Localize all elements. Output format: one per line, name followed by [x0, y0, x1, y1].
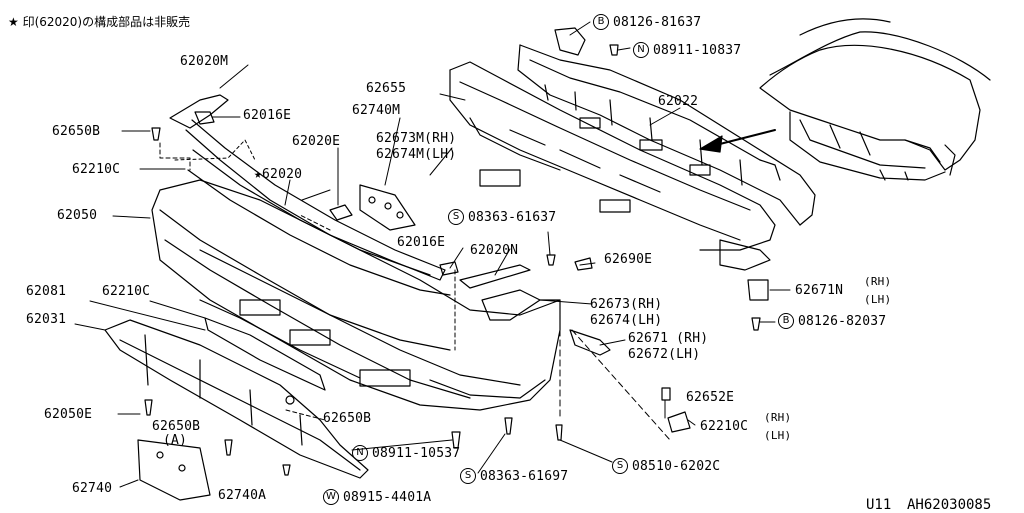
label-62210C-top: 62210C [72, 162, 121, 177]
label-62020N: 62020N [470, 243, 519, 258]
label-62671: 62671 (RH) [628, 331, 709, 346]
leader-lines [74, 21, 791, 488]
label-rh-2: (RH) [864, 275, 892, 288]
label-62672: 62672(LH) [628, 347, 701, 362]
label-62740M: 62740M [352, 103, 401, 118]
label-62020M: 62020M [180, 54, 229, 69]
car-front-drawing [759, 18, 991, 181]
lower-spoiler-drawing [104, 317, 369, 479]
label-62050E: 62050E [44, 407, 93, 422]
screw-mark-s-bottom: S [460, 468, 476, 484]
label-62652E: 62652E [686, 390, 735, 405]
label-62740A: 62740A [218, 488, 267, 503]
label-lh: (LH) [764, 429, 792, 442]
label-62016E-mid: 62016E [397, 235, 446, 250]
label-08126-81637: 08126-81637 [613, 15, 702, 30]
label-62650B-a-sub: (A) [163, 433, 188, 448]
label-08126-82037: 08126-82037 [798, 314, 887, 329]
label-62674: 62674(LH) [590, 313, 663, 328]
label-62020-star: ★62020 [254, 167, 303, 182]
molding-strips-drawing [169, 94, 611, 356]
label-62022: 62022 [658, 94, 699, 109]
label-62016E-top: 62016E [243, 108, 292, 123]
label-62650B-a: 62650B [152, 419, 201, 434]
nut-mark-n-bottom: N [352, 445, 368, 461]
note-text: ★ 印(62020)の構成部品は非販売 [8, 15, 191, 29]
plate-bracket-drawing [137, 439, 211, 501]
label-08915-4401A: 08915-4401A [343, 490, 432, 505]
label-lh-2: (LH) [864, 293, 892, 306]
fasteners-drawing [144, 44, 769, 476]
label-62650B-top: 62650B [52, 124, 101, 139]
label-62650B-mid: 62650B [323, 411, 372, 426]
nut-mark-n-top: N [633, 42, 649, 58]
screw-mark-s-right: S [612, 458, 628, 474]
label-62050: 62050 [57, 208, 98, 223]
label-62671N: 62671N [795, 283, 844, 298]
label-62690E: 62690E [604, 252, 653, 267]
label-62740: 62740 [72, 481, 113, 496]
label-62674M: 62674M(LH) [376, 147, 457, 162]
direction-arrow [699, 129, 776, 153]
label-rh: (RH) [764, 411, 792, 424]
label-08363-61697: 08363-61697 [480, 469, 569, 484]
bolt-mark-b-top: B [593, 14, 609, 30]
label-62020E: 62020E [292, 134, 341, 149]
label-62673: 62673(RH) [590, 297, 663, 312]
label-08911-10837: 08911-10837 [653, 43, 742, 58]
screw-mark-s-top: S [448, 209, 464, 225]
label-08911-10537: 08911-10537 [372, 446, 461, 461]
reinforcement-62022-drawing [517, 27, 816, 226]
bolt-mark-b-bottom: B [778, 313, 794, 329]
label-62210C-mid: 62210C [102, 284, 151, 299]
label-08510-6202C: 08510-6202C [632, 459, 721, 474]
label-62081: 62081 [26, 284, 67, 299]
washer-mark-w: W [323, 489, 339, 505]
label-62655: 62655 [366, 81, 407, 96]
label-62210C-right: 62210C [700, 419, 749, 434]
label-62031: 62031 [26, 312, 67, 327]
bumper-62655-drawing [449, 61, 776, 271]
label-62673M: 62673M(RH) [376, 131, 457, 146]
footer-code: U11 [866, 497, 892, 513]
footer-ref: AH62030085 [907, 497, 992, 513]
label-08363-61637: 08363-61637 [468, 210, 557, 225]
